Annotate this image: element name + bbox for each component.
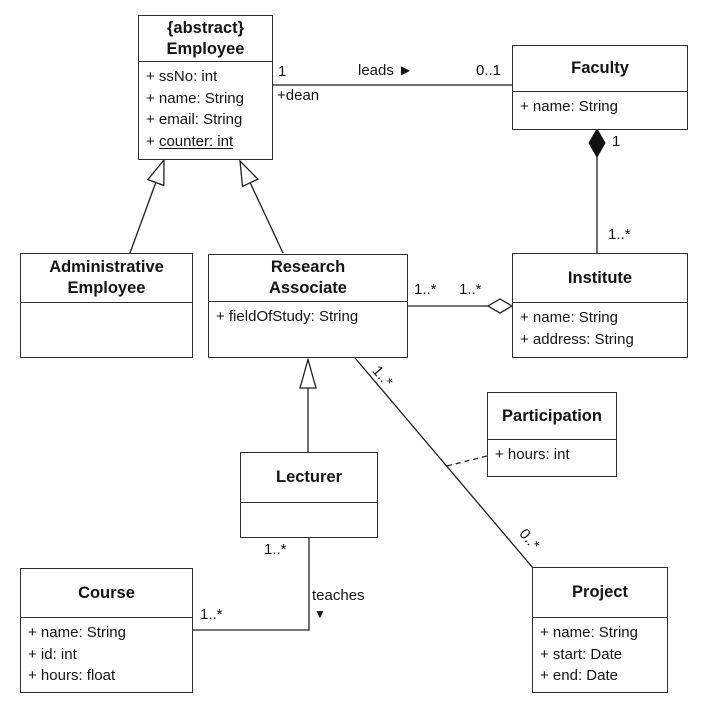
class-administrative-employee-attributes <box>21 303 192 311</box>
attribute: + name: String <box>146 89 244 107</box>
reading-direction-right-icon: ▶ <box>400 63 411 77</box>
generalization-admin-arrow-icon <box>146 158 165 187</box>
teaches-course-multiplicity: 1..* <box>200 606 223 623</box>
generalization-lecturer-arrow-icon <box>299 357 317 389</box>
class-course-attributes: + name: String + id: int + hours: float <box>21 618 192 691</box>
class-administrative-employee-name: Administrative Employee <box>21 254 192 303</box>
class-employee-stereotype: {abstract} <box>166 18 245 37</box>
attribute: + hours: int <box>495 446 570 463</box>
aggregation-institute-multiplicity: 1..* <box>459 281 482 298</box>
attribute: + end: Date <box>540 667 618 684</box>
reading-direction-down-icon: ▼ <box>314 607 326 621</box>
attribute: + address: String <box>520 330 634 348</box>
class-institute: Institute + name: String + address: Stri… <box>512 253 688 358</box>
class-faculty-attributes: + name: String <box>513 92 687 122</box>
class-research-associate: Research Associate + fieldOfStudy: Strin… <box>208 254 408 358</box>
attribute-static-text: counter: int <box>158 132 234 150</box>
generalization-admin-line <box>129 182 157 254</box>
attribute: + id: int <box>28 645 77 663</box>
class-employee-title: {abstract} Employee <box>139 16 272 62</box>
composition-faculty-multiplicity: 1 <box>612 133 621 150</box>
class-lecturer-attributes <box>241 503 377 511</box>
class-course: Course + name: String + id: int + hours:… <box>20 568 193 693</box>
class-project: Project + name: String + start: Date + e… <box>532 567 668 693</box>
attribute: + name: String <box>520 309 618 326</box>
class-institute-name: Institute <box>513 254 687 303</box>
teaches-lecturer-multiplicity: 1..* <box>264 541 287 558</box>
class-participation-name: Participation <box>488 393 616 440</box>
leads-association-label: leads ▶ <box>358 62 410 79</box>
leads-label-text: leads <box>358 62 394 79</box>
attribute: + name: String <box>28 624 126 641</box>
class-participation: Participation + hours: int <box>487 392 617 477</box>
generalization-ra-line <box>249 182 284 254</box>
attribute-static: + counter: int <box>146 131 265 153</box>
class-institute-attributes: + name: String + address: String <box>513 303 687 354</box>
class-lecturer-name: Lecturer <box>241 453 377 503</box>
teaches-association-line <box>193 538 310 631</box>
attribute: + name: String <box>520 98 618 115</box>
ra-project-association-line <box>354 357 534 569</box>
attribute: + name: String <box>540 624 638 641</box>
aggregation-ra-multiplicity: 1..* <box>414 281 437 298</box>
participation-association-class-dashed-line <box>446 455 488 467</box>
class-project-attributes: + name: String + start: Date + end: Date <box>533 618 667 691</box>
class-research-associate-attributes: + fieldOfStudy: String <box>209 302 407 332</box>
generalization-ra-arrow-icon <box>239 159 260 188</box>
attribute: + hours: float <box>28 667 116 684</box>
attribute: + start: Date <box>540 645 623 663</box>
attribute: + email: String <box>146 111 243 128</box>
leads-faculty-multiplicity: 0..1 <box>476 62 502 79</box>
class-participation-attributes: + hours: int <box>488 440 616 470</box>
teaches-association-label: teaches <box>312 587 365 604</box>
leads-employee-multiplicity: 1 <box>278 63 287 80</box>
composition-filled-diamond-icon <box>588 127 606 159</box>
dean-role-label: +dean <box>277 87 320 104</box>
class-lecturer: Lecturer <box>240 452 378 538</box>
attribute: + ssNo: int <box>146 68 218 85</box>
composition-institute-multiplicity: 1..* <box>608 226 631 243</box>
class-administrative-employee: Administrative Employee <box>20 253 193 358</box>
aggregation-open-diamond-icon <box>486 298 514 314</box>
class-employee: {abstract} Employee + ssNo: int + name: … <box>138 15 273 160</box>
class-course-name: Course <box>21 569 192 618</box>
class-research-associate-name: Research Associate <box>209 255 407 302</box>
class-faculty: Faculty + name: String <box>512 45 688 130</box>
class-project-name: Project <box>533 568 667 618</box>
attribute: + fieldOfStudy: String <box>216 308 359 325</box>
class-employee-attributes: + ssNo: int + name: String + email: Stri… <box>139 62 272 156</box>
class-faculty-name: Faculty <box>513 46 687 92</box>
attribute-static-prefix: + <box>146 132 159 150</box>
class-employee-name: Employee <box>166 39 245 58</box>
